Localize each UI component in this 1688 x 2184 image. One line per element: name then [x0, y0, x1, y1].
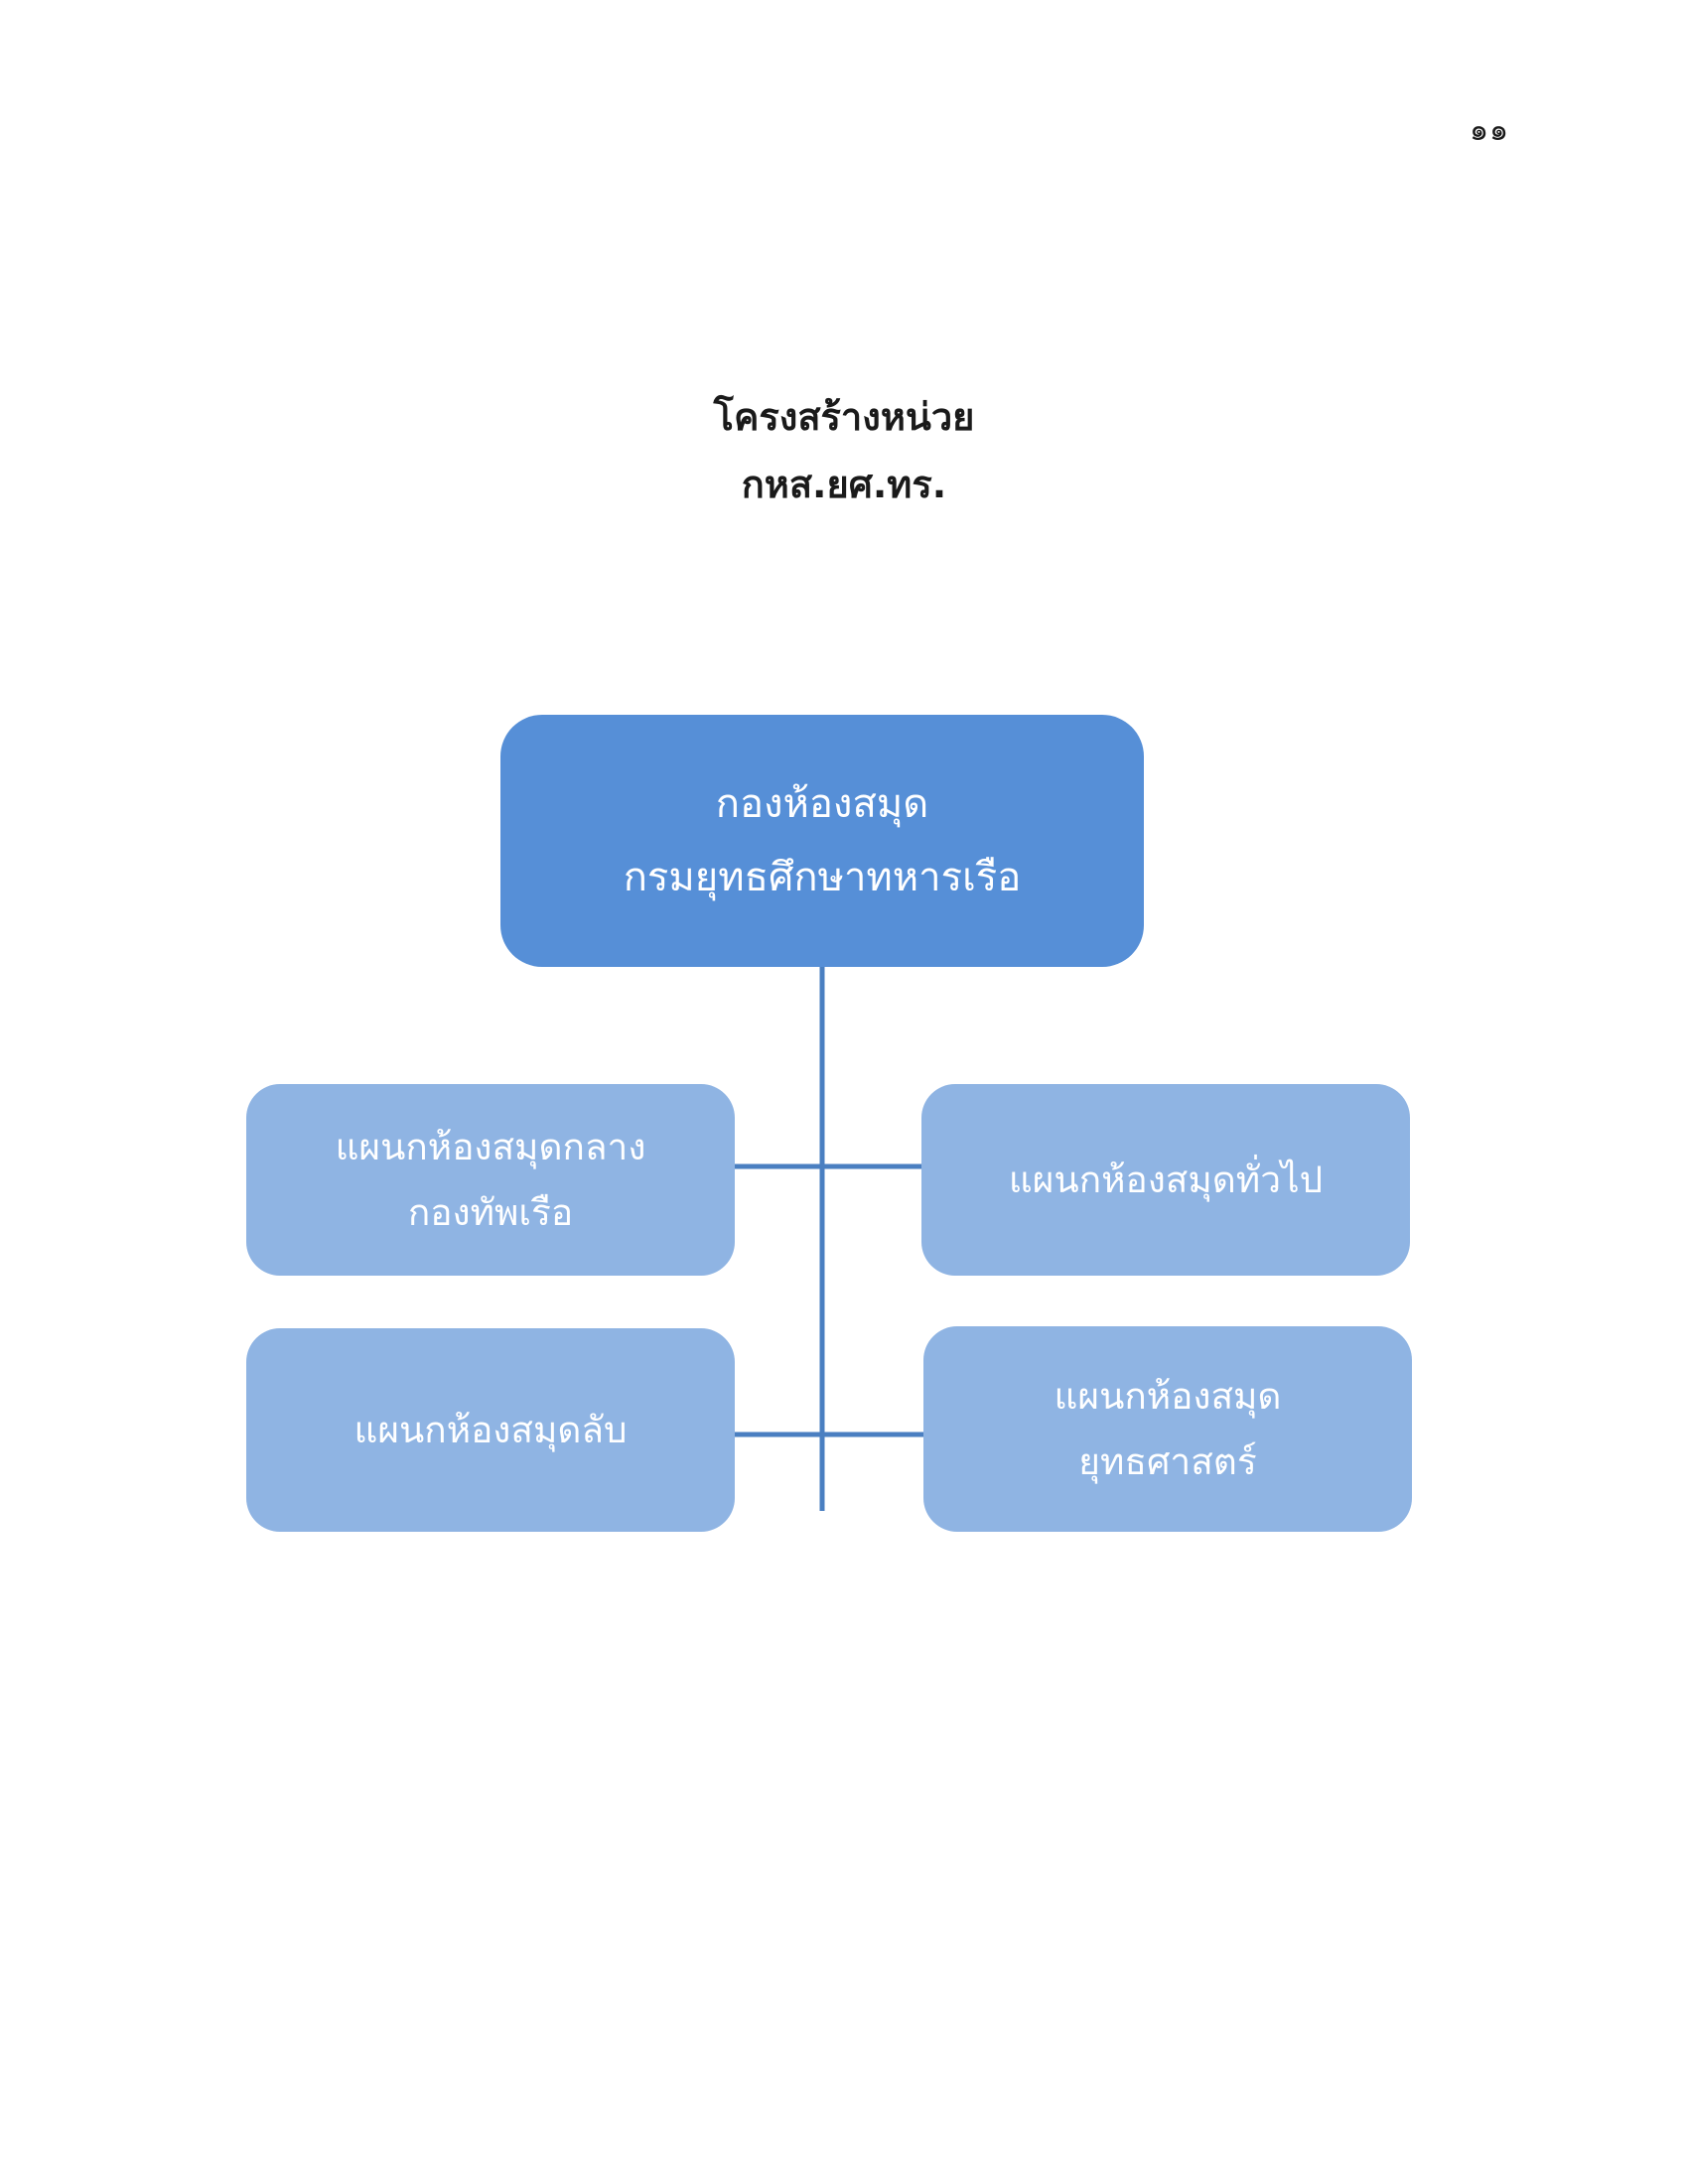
org-unit-general-library: แผนกห้องสมุดทั่วไป — [921, 1084, 1410, 1276]
org-unit-label: กองทัพเรือ — [407, 1190, 574, 1234]
org-root-line1: กองห้องสมุด — [715, 781, 929, 827]
org-unit-label: แผนกห้องสมุดกลาง — [335, 1125, 646, 1168]
org-unit-label: แผนกห้องสมุดทั่วไป — [1008, 1158, 1324, 1201]
page-number: ๑๑ — [1469, 113, 1510, 148]
org-root-box: กองห้องสมุด กรมยุทธศึกษาทหารเรือ — [500, 715, 1144, 967]
org-unit-label: ยุทธศาสตร์ — [1078, 1439, 1257, 1483]
org-unit-label: แผนกห้องสมุด — [1054, 1374, 1282, 1418]
page-subtitle: กหส.ยศ.ทร. — [741, 463, 947, 506]
org-root-line2: กรมยุทธศึกษาทหารเรือ — [623, 855, 1022, 900]
page-title: โครงสร้างหน่วย — [713, 395, 975, 439]
org-unit-classified-library: แผนกห้องสมุดลับ — [246, 1328, 735, 1532]
org-unit-central-library: แผนกห้องสมุดกลาง กองทัพเรือ — [246, 1084, 735, 1276]
org-unit-label: แผนกห้องสมุดลับ — [353, 1408, 628, 1451]
org-unit-strategy-library: แผนกห้องสมุด ยุทธศาสตร์ — [923, 1326, 1412, 1532]
